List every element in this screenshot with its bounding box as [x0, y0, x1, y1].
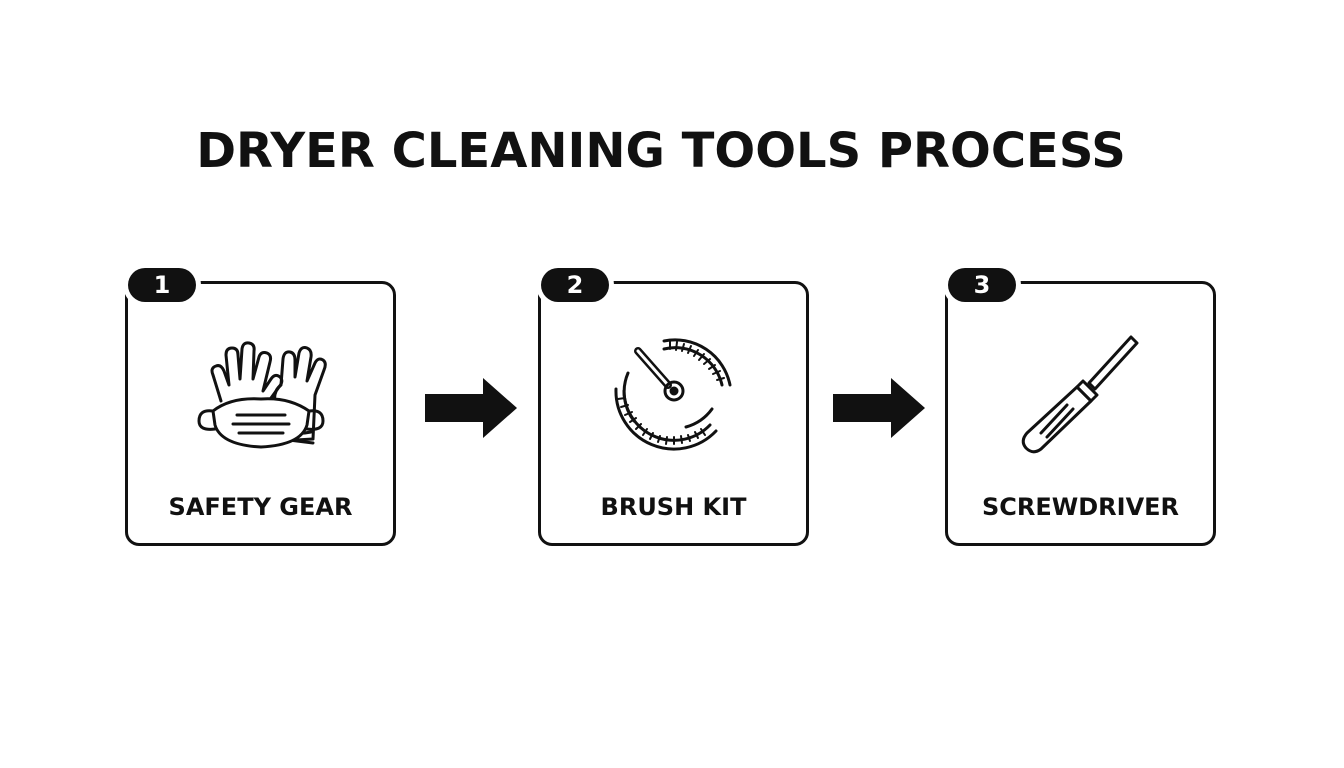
step-card-brush-kit: 2 — [538, 268, 809, 546]
step-label: BRUSH KIT — [600, 493, 747, 521]
step-number-badge: 1 — [128, 268, 196, 302]
step-number-badge: 3 — [948, 268, 1016, 302]
brush-kit-icon — [613, 338, 731, 451]
step-card-safety-gear: 1 SAFETY GEAR — [125, 268, 396, 546]
step-label: SAFETY GEAR — [168, 493, 353, 521]
step-number-badge: 2 — [541, 268, 609, 302]
step-card-screwdriver: 3 SCREWDRIVER — [945, 268, 1216, 546]
screwdriver-icon — [1021, 335, 1138, 454]
diagram-title: DRYER CLEANING TOOLS PROCESS — [196, 123, 1126, 179]
arrow-right-icon — [833, 378, 925, 438]
arrow-right-icon — [425, 378, 517, 438]
step-label: SCREWDRIVER — [981, 493, 1180, 521]
gloves-and-mask-icon — [197, 341, 327, 449]
